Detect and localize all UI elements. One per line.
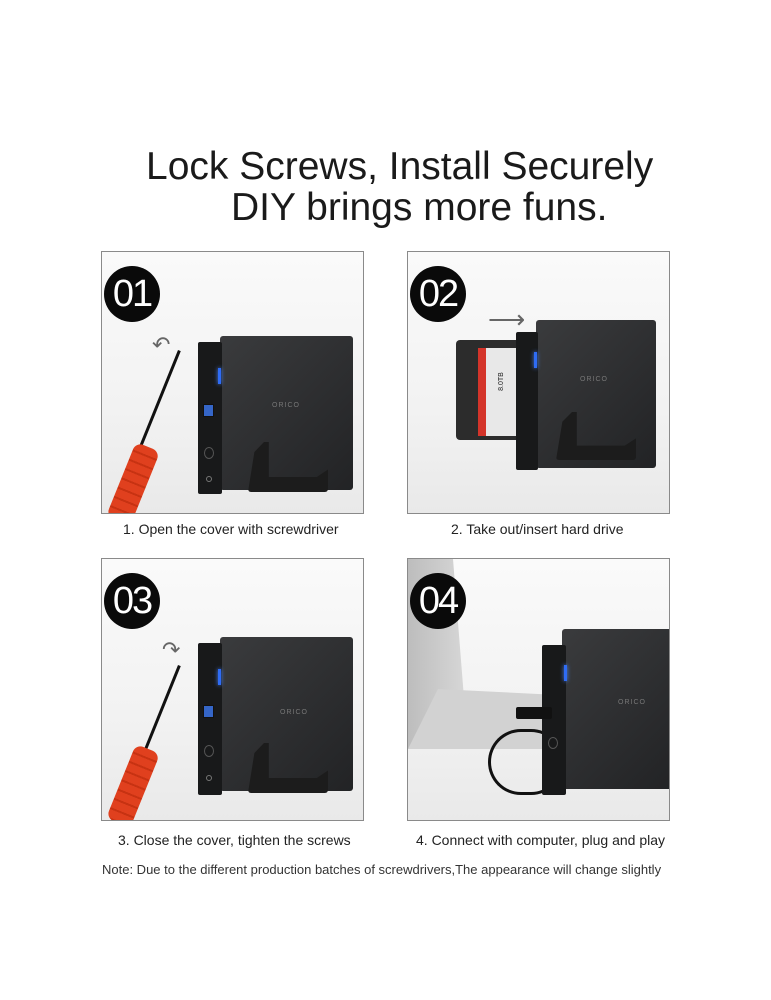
- headline-line-1: Lock Screws, Install Securely: [146, 145, 654, 188]
- enclosure: [220, 336, 353, 490]
- step-badge: 03: [104, 573, 160, 629]
- step-4-image: 04 ORICO: [407, 558, 670, 821]
- step-4-caption: 4. Connect with computer, plug and play: [416, 832, 666, 848]
- enclosure: [536, 320, 656, 468]
- power-led: [218, 669, 221, 685]
- enclosure-front: [198, 342, 222, 494]
- power-led: [218, 368, 221, 384]
- power-button-icon: [548, 737, 558, 749]
- brand-logo: ORICO: [618, 699, 646, 706]
- power-led: [534, 352, 537, 368]
- usb-plug: [516, 707, 552, 719]
- screwdriver-handle: [106, 744, 161, 820]
- dc-port-icon: [206, 775, 212, 781]
- step-3-caption: 3. Close the cover, tighten the screws: [118, 832, 351, 848]
- power-led: [564, 665, 567, 681]
- slide-arrow-icon: ⟶: [488, 304, 526, 334]
- step-badge: 04: [410, 573, 466, 629]
- rotate-arrow-icon: ↷: [162, 637, 181, 662]
- enclosure: [220, 637, 353, 791]
- step-badge: 02: [410, 266, 466, 322]
- step-2-caption: 2. Take out/insert hard drive: [451, 521, 624, 537]
- step-3-image: 03 ↷ ORICO: [101, 558, 364, 821]
- power-button-icon: [204, 745, 214, 757]
- enclosure-front: [516, 332, 538, 470]
- step-1-image: 01 ↶ ORICO: [101, 251, 364, 514]
- brand-logo: ORICO: [580, 376, 608, 383]
- dc-port-icon: [206, 476, 212, 482]
- step-badge: 01: [104, 266, 160, 322]
- usb-port-icon: [203, 404, 214, 417]
- rotate-arrow-icon: ↶: [152, 332, 171, 357]
- step-1-caption: 1. Open the cover with screwdriver: [123, 521, 339, 537]
- brand-logo: ORICO: [272, 402, 300, 409]
- drive-capacity: 8.0TB: [497, 372, 505, 391]
- headline-line-2: DIY brings more funs.: [231, 186, 608, 229]
- brand-logo: ORICO: [280, 709, 308, 716]
- screwdriver-icon: [136, 350, 181, 454]
- screwdriver-icon: [140, 665, 181, 759]
- enclosure-front: [542, 645, 566, 795]
- usb-port-icon: [203, 705, 214, 718]
- screwdriver-handle: [106, 442, 161, 513]
- enclosure-front: [198, 643, 222, 795]
- step-2-image: 02 ⟶ 8.0TB ORICO: [407, 251, 670, 514]
- power-button-icon: [204, 447, 214, 459]
- usb-cable: [488, 729, 564, 795]
- drive-label: 8.0TB: [478, 348, 520, 436]
- enclosure: [562, 629, 669, 789]
- note-text: Note: Due to the different production ba…: [102, 862, 662, 877]
